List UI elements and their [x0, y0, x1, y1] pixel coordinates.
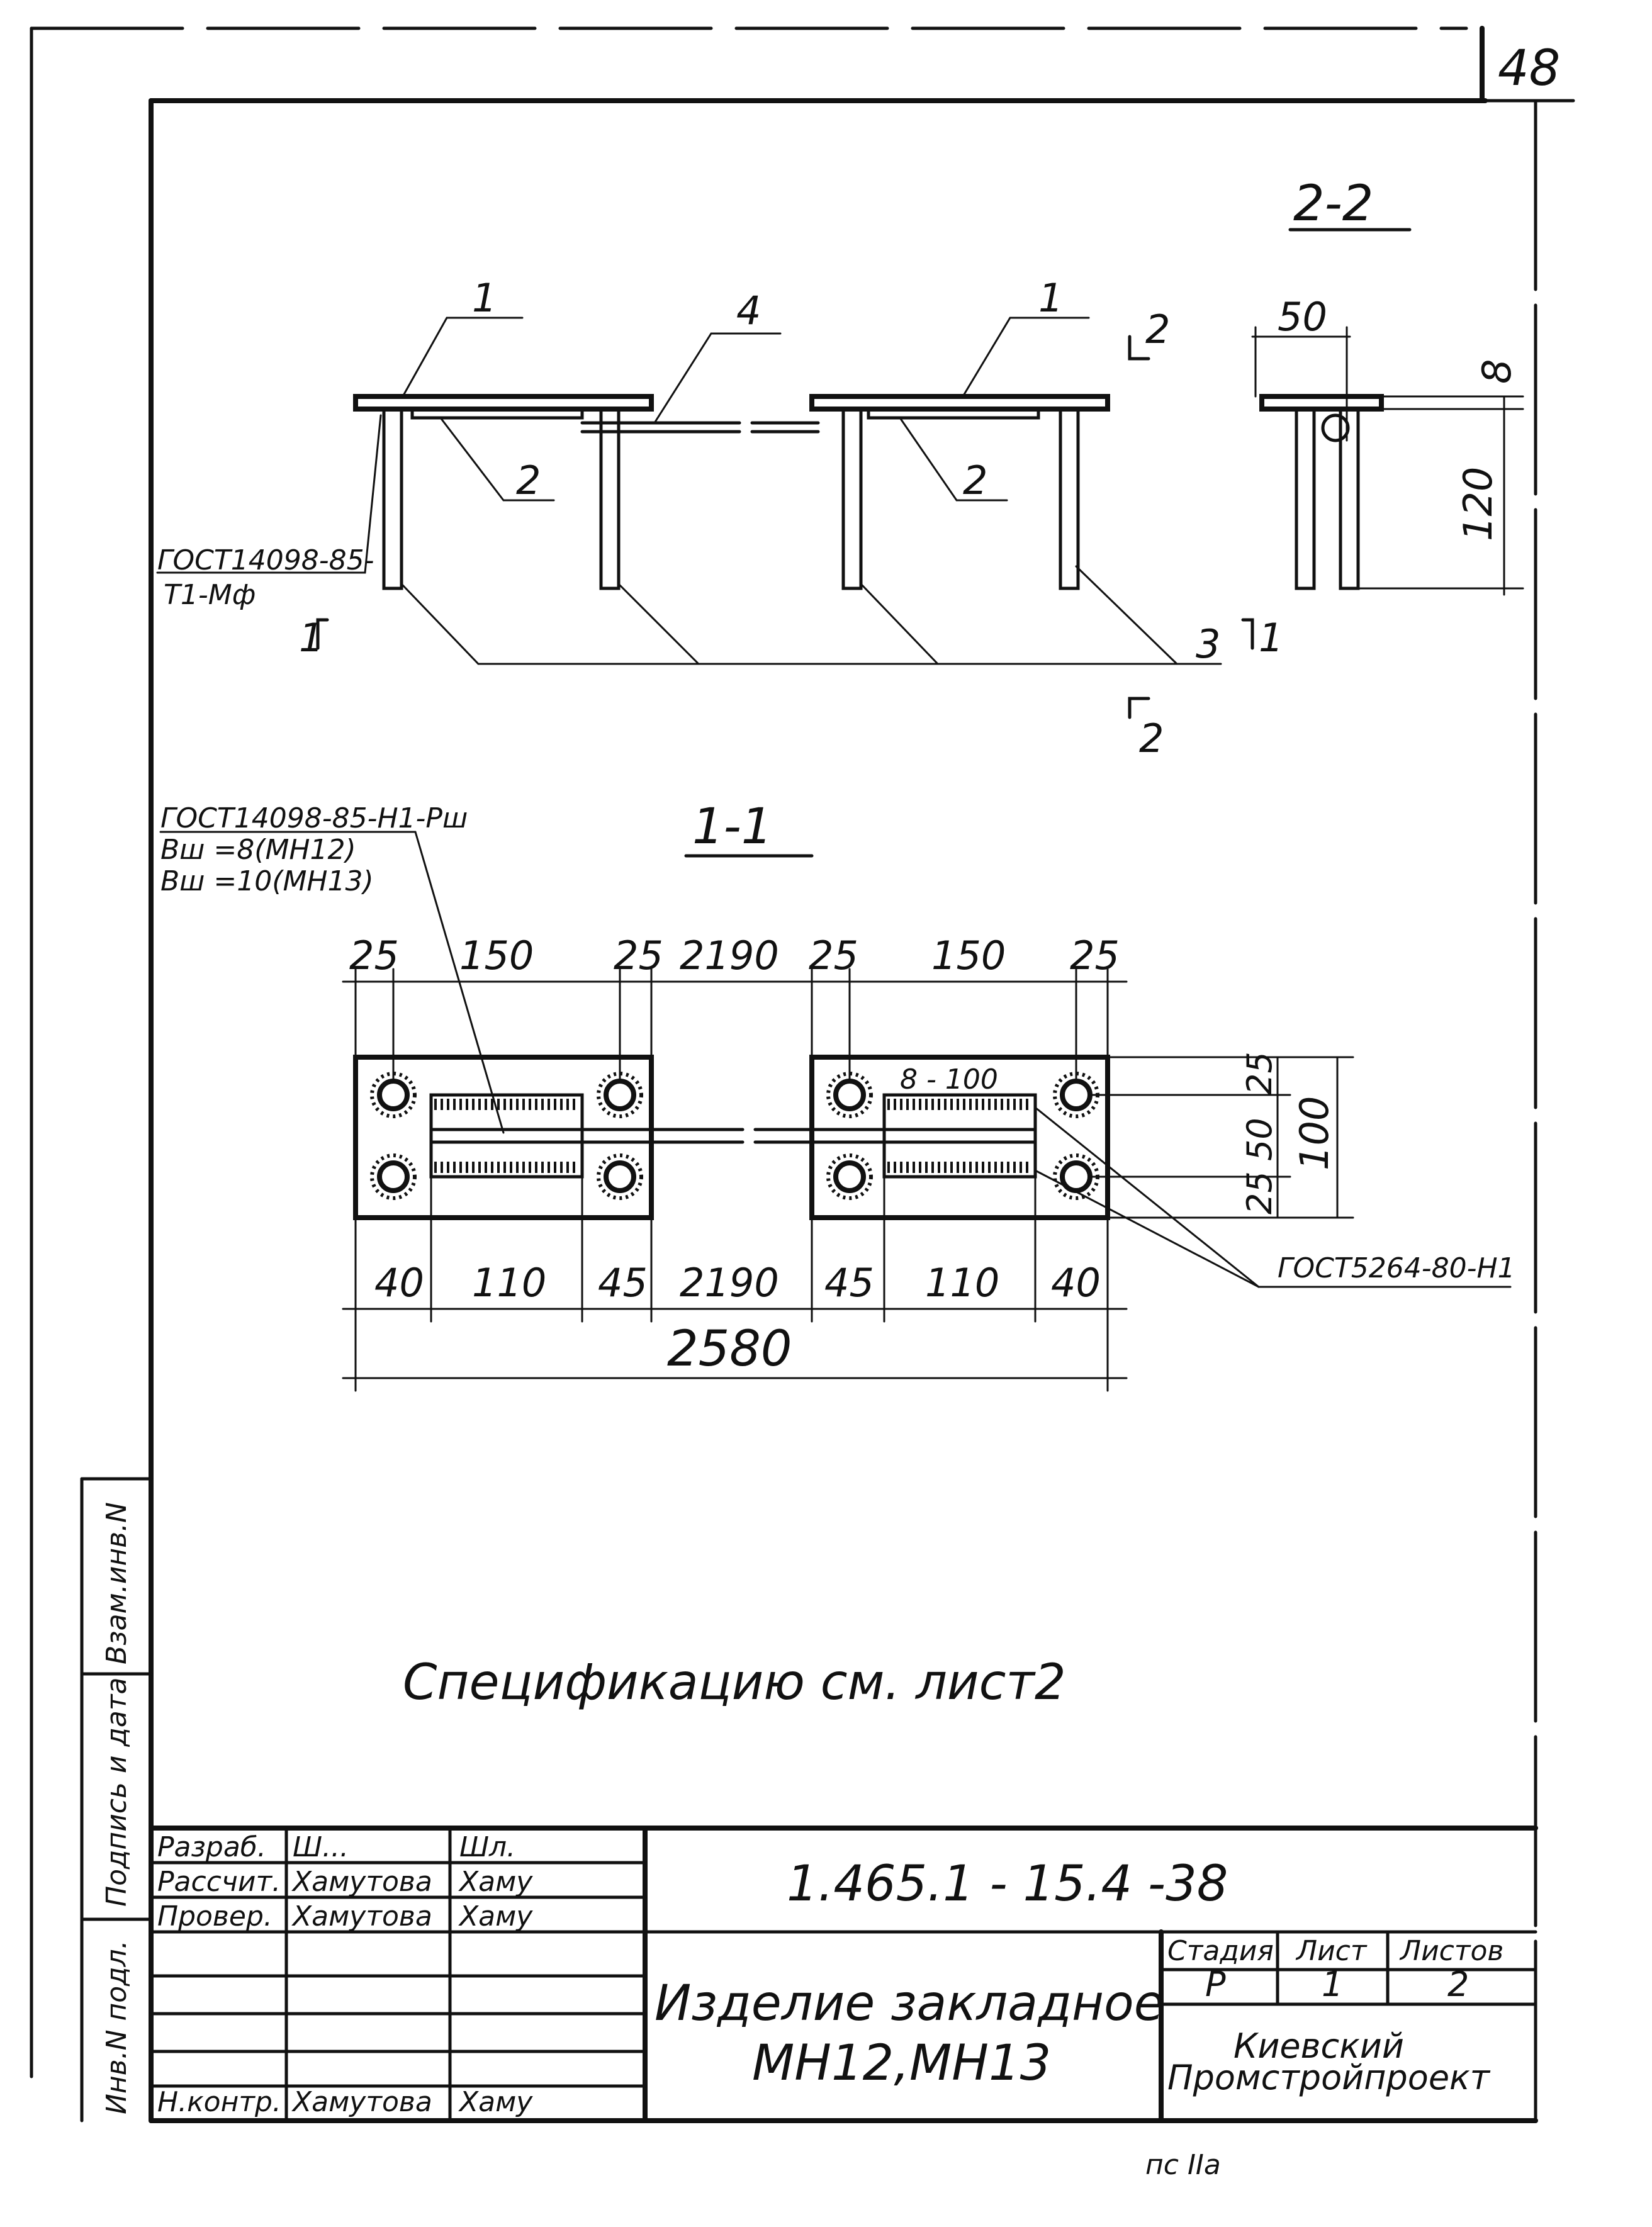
plan-plate-left	[353, 1055, 654, 1220]
header-stage: Стадия	[1167, 1935, 1274, 1967]
plan-plate-right	[809, 1055, 1110, 1220]
weld-label-8-100: 8 - 100	[900, 1063, 998, 1096]
top-dim-2: 25	[614, 933, 663, 979]
dim-thickness-8: 8	[1474, 359, 1520, 384]
header-sheet: Лист	[1295, 1935, 1368, 1967]
top-dim-3: 2190	[680, 933, 779, 979]
title-line-2: МН12,МН13	[752, 2035, 1051, 2092]
name-checked: Хамутова	[291, 1900, 432, 1932]
elevation-view	[156, 317, 1222, 665]
name-calculated: Хамутова	[291, 1866, 432, 1898]
top-dim-1: 150	[459, 933, 534, 979]
bottom-dim-3: 2190	[680, 1260, 779, 1306]
cut-label-1-left: 1	[299, 615, 323, 661]
plan-flat-bar-right	[882, 1093, 1037, 1179]
overall-dim-2580: 2580	[667, 1321, 792, 1377]
bottom-note: пс IIa	[1145, 2149, 1221, 2181]
signature-calculated: Хаму	[458, 1866, 533, 1898]
leader-label-4: 4	[736, 288, 761, 334]
right-dim-total-100: 100	[1291, 1096, 1337, 1170]
value-stage: Р	[1205, 1965, 1226, 2004]
top-dim-5: 150	[931, 933, 1006, 979]
right-dim-1: 50	[1240, 1118, 1279, 1161]
top-dim-4: 25	[809, 933, 858, 979]
anchor-right-2	[1059, 407, 1080, 590]
value-sheet: 1	[1322, 1965, 1343, 2004]
bottom-dim-4: 45	[824, 1260, 874, 1306]
bottom-dim-1: 110	[472, 1260, 546, 1306]
flat-bar-left	[410, 407, 584, 420]
anchor-left-2	[599, 407, 621, 590]
signature-checked: Хаму	[458, 1900, 533, 1932]
role-checked: Провер.	[157, 1900, 273, 1932]
leader-label-1a: 1	[472, 275, 497, 321]
leader-label-3: 3	[1196, 621, 1220, 667]
anchor-left-1	[382, 407, 403, 590]
flat-bar-right	[867, 407, 1040, 420]
plate-left	[353, 394, 654, 412]
right-dimension-chain	[1091, 1056, 1354, 1219]
bottom-dimension-chain	[342, 1175, 1128, 1392]
dim-height-120: 120	[1455, 467, 1501, 541]
side-field-inv-number: Инв.N подл.	[101, 1940, 133, 2114]
page-number: 48	[1498, 40, 1560, 97]
anchor-right-1	[841, 407, 863, 590]
plate-right	[809, 394, 1110, 412]
org-line-1: Киевский	[1233, 2026, 1404, 2066]
cut-label-2-top: 2	[1145, 306, 1170, 352]
leader-label-1b: 1	[1038, 275, 1063, 321]
cut-label-2-bottom: 2	[1139, 715, 1164, 761]
plan-view	[353, 1055, 1512, 1288]
bottom-dim-5: 110	[925, 1260, 999, 1306]
top-dim-0: 25	[349, 933, 399, 979]
signature-norm-control: Хаму	[458, 2086, 533, 2118]
gost-plug-weld-line2: Вш =8(МН12)	[160, 834, 356, 866]
cut-label-1-right: 1	[1259, 615, 1283, 661]
bottom-dim-2: 45	[598, 1260, 648, 1306]
side-field-replace-inv: Взам.инв.N	[101, 1502, 133, 1664]
weld-gost-label: ГОСТ5264-80-Н1	[1278, 1252, 1515, 1284]
header-sheets: Листов	[1399, 1935, 1503, 1967]
gost-tee-weld-line1: ГОСТ14098-85-	[157, 544, 374, 576]
gost-plug-weld-line3: Вш =10(МН13)	[160, 865, 374, 897]
top-dimension-chain	[342, 968, 1128, 1084]
sheet-frame	[30, 26, 1575, 2123]
role-norm-control: Н.контр.	[157, 2086, 281, 2118]
value-sheets: 2	[1447, 1965, 1469, 2004]
bottom-dim-6: 40	[1051, 1260, 1101, 1306]
section-2-2-title: 2-2	[1293, 176, 1373, 232]
role-developed: Разраб.	[157, 1831, 266, 1863]
side-field-signature-date: Подпись и дата	[101, 1678, 133, 1907]
leader-label-2a: 2	[516, 457, 541, 503]
right-dim-2: 25	[1240, 1171, 1279, 1214]
document-code: 1.465.1 - 15.4 -38	[787, 1856, 1228, 1912]
leader-label-2b: 2	[963, 457, 987, 503]
role-calculated: Рассчит.	[157, 1866, 281, 1898]
plan-flat-bar-left	[429, 1093, 584, 1179]
dim-width-50: 50	[1278, 294, 1327, 340]
cut-marks	[316, 335, 1254, 719]
right-dim-0: 25	[1240, 1052, 1279, 1095]
name-norm-control: Хамутова	[291, 2086, 432, 2118]
signature-developed: Шл.	[459, 1831, 515, 1863]
name-developed: Ш...	[293, 1831, 349, 1863]
gost-plug-weld-line1: ГОСТ14098-85-Н1-Рш	[160, 802, 468, 834]
title-block	[149, 1826, 1538, 2123]
side-strip	[80, 1477, 153, 2123]
org-line-2: Промстройпроект	[1167, 2058, 1491, 2097]
section-1-1-title: 1-1	[692, 799, 772, 855]
side-view	[1251, 326, 1524, 596]
title-line-1: Изделие закладное	[655, 1975, 1164, 2032]
top-dim-6: 25	[1070, 933, 1120, 979]
specification-note: Спецификацию см. лист2	[403, 1654, 1066, 1711]
gost-tee-weld-line2: Т1-Мф	[164, 579, 256, 611]
weld-hatching	[434, 1099, 1032, 1173]
bottom-dim-0: 40	[374, 1260, 424, 1306]
